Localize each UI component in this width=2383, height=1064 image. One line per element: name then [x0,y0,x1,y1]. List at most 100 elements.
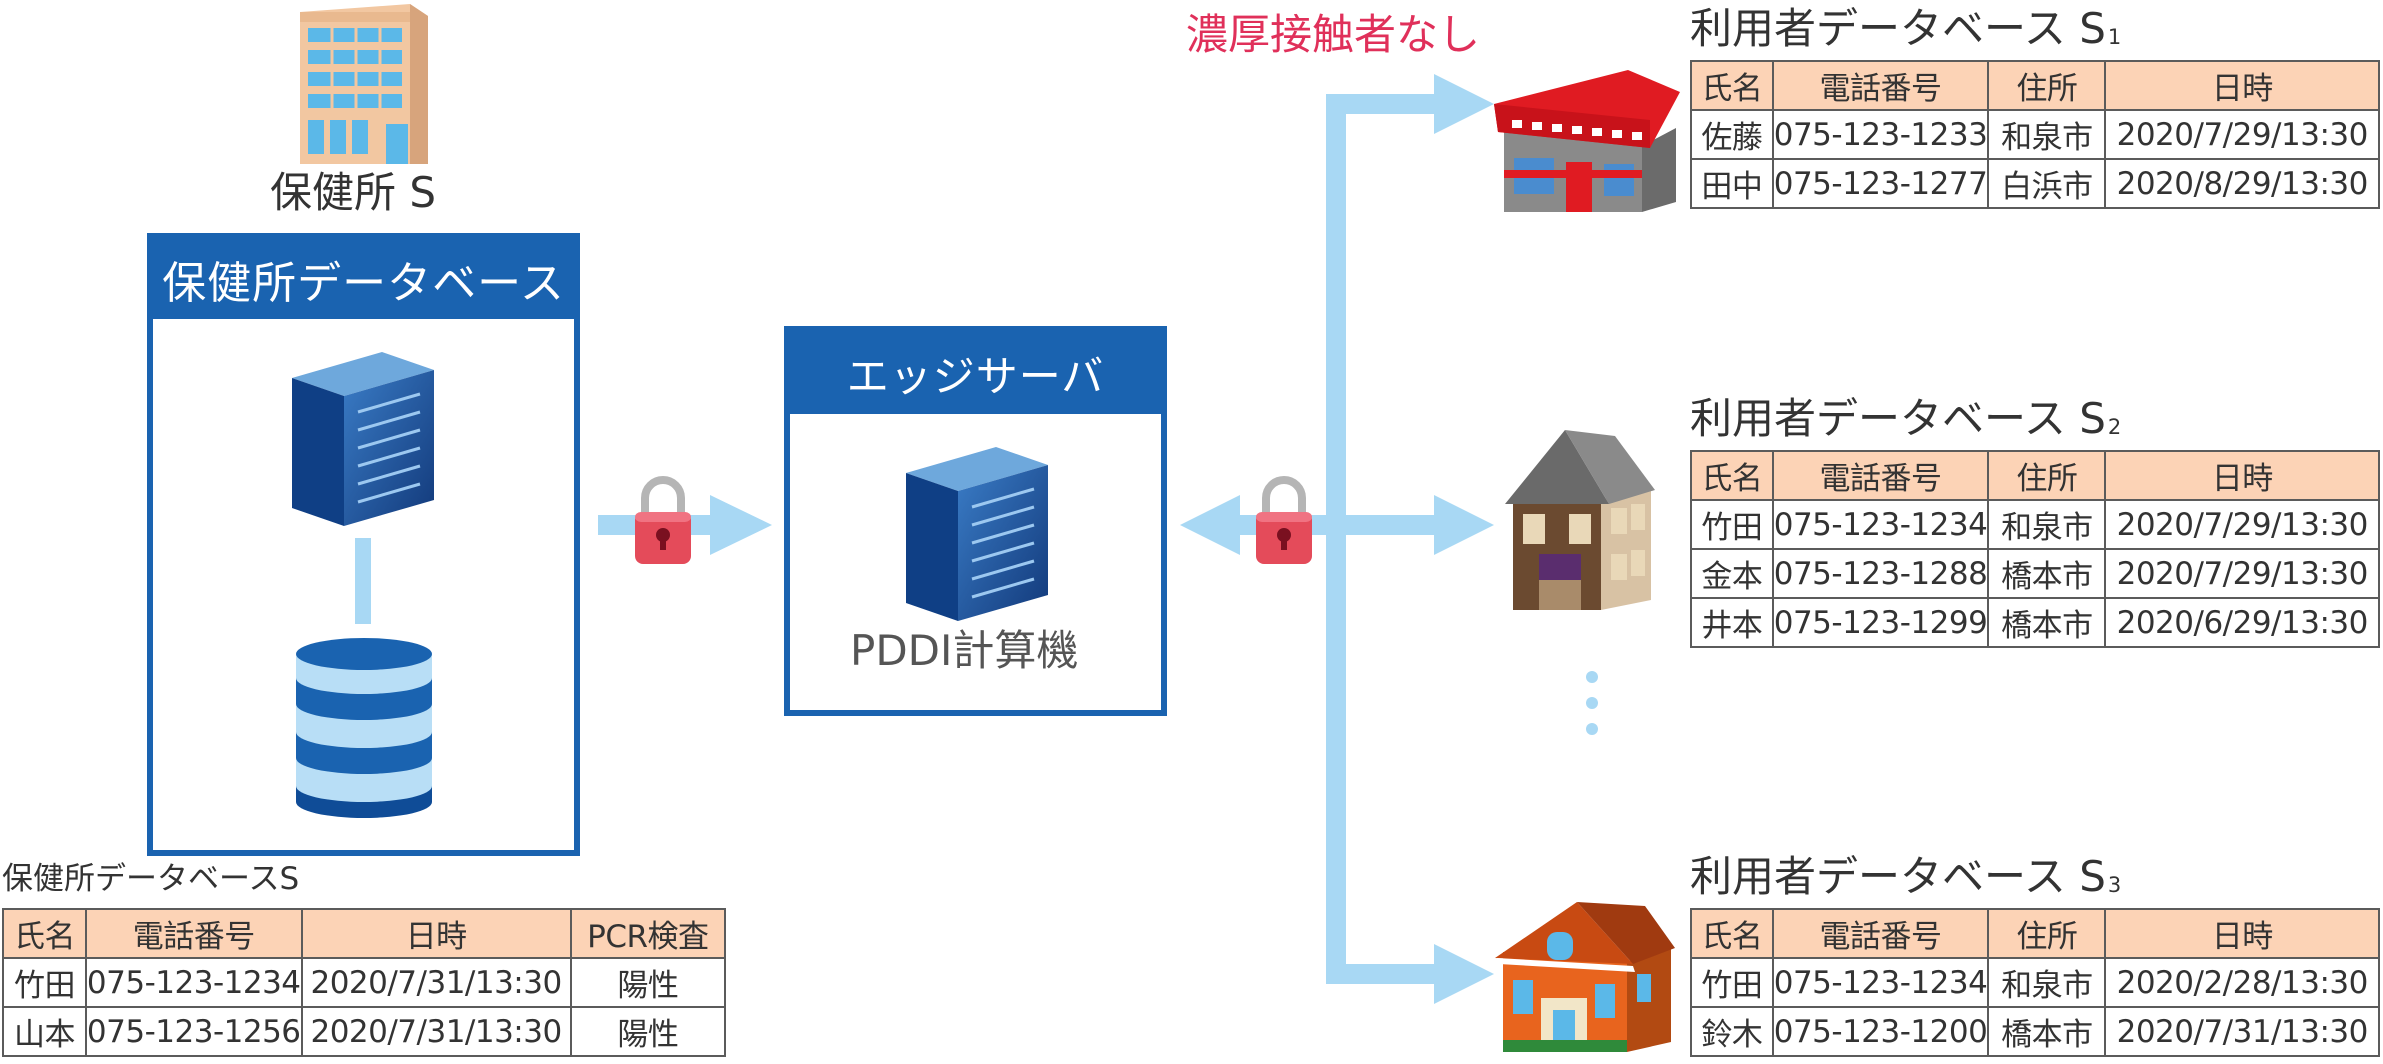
table-header-row: 氏名 電話番号 日時 PCR検査 [2,908,727,959]
cell-pcr: 陽性 [569,1006,727,1057]
table-header-row: 氏名 電話番号 住所 日時 [1690,60,2380,111]
cell-datetime: 2020/7/31/13:30 [300,1006,572,1057]
cell-name: 山本 [2,1006,87,1057]
column-header-phone: 電話番号 [1771,908,1990,959]
table-row: 竹田 075-123-1234 和泉市 2020/2/28/13:30 [1690,957,2380,1008]
health-db-table: 氏名 電話番号 日時 PCR検査 竹田 075-123-1234 2020/7/… [2,908,727,1057]
arrow-head-to-s2 [1434,495,1494,555]
user-db-title-text: 利用者データベース S [1690,4,2106,53]
arrow-trunk-vertical [1326,94,1346,984]
user-db-subscript: 3 [2107,873,2122,898]
health-db-table-caption: 保健所データベースS [2,861,300,897]
arrow-shaft-to-s3 [1326,964,1434,984]
padlock-icon [1256,476,1312,564]
cell-name: 田中 [1690,158,1774,209]
user-db-title-s2: 利用者データベース S2 [1690,398,2121,440]
cell-name: 金本 [1690,548,1774,599]
ramen-shop-icon [1494,70,1680,212]
column-header-name: 氏名 [2,908,87,959]
column-header-phone: 電話番号 [84,908,303,959]
office-building-icon [300,4,428,164]
column-header-datetime: 日時 [2104,908,2380,959]
arrow-head-to-s3 [1434,944,1494,1004]
column-header-name: 氏名 [1690,60,1774,111]
health-center-label: 保健所 S [270,168,437,217]
cell-address: 白浜市 [1987,158,2107,209]
arrow-head-to-edge-from-right [1180,495,1240,555]
cell-name: 佐藤 [1690,109,1774,160]
arrow-shaft-to-s1 [1326,94,1434,114]
no-contact-note: 濃厚接触者なし [1186,10,1481,59]
cell-phone: 075-123-1234 [1771,499,1990,550]
arrow-head-to-s1 [1434,74,1494,134]
cell-phone: 075-123-1288 [1771,548,1990,599]
cell-phone: 075-123-1277 [1771,158,1990,209]
user-db-title-s3: 利用者データベース S3 [1690,856,2121,898]
cell-address: 和泉市 [1987,957,2107,1008]
cell-name: 井本 [1690,597,1774,648]
cell-name: 竹田 [2,957,87,1008]
table-header-row: 氏名 電話番号 住所 日時 [1690,450,2380,501]
column-header-datetime: 日時 [300,908,572,959]
cell-phone: 075-123-1234 [84,957,303,1008]
cell-name: 竹田 [1690,499,1774,550]
table-row: 佐藤 075-123-1233 和泉市 2020/7/29/13:30 [1690,109,2380,160]
table-row: 竹田 075-123-1234 2020/7/31/13:30 陽性 [2,957,727,1008]
table-header-row: 氏名 電話番号 住所 日時 [1690,908,2380,959]
cell-address: 和泉市 [1987,109,2107,160]
cell-phone: 075-123-1233 [1771,109,1990,160]
column-header-phone: 電話番号 [1771,450,1990,501]
cell-datetime: 2020/6/29/13:30 [2104,597,2380,648]
cell-phone: 075-123-1299 [1771,597,1990,648]
ellipsis-dots [1586,671,1598,735]
column-header-phone: 電話番号 [1771,60,1990,111]
cell-address: 和泉市 [1987,499,2107,550]
cell-datetime: 2020/7/31/13:30 [2104,1006,2380,1057]
user-db-table-s3: 氏名 電話番号 住所 日時 竹田 075-123-1234 和泉市 2020/2… [1690,908,2380,1057]
column-header-datetime: 日時 [2104,450,2380,501]
server-icon [906,447,1048,621]
table-row: 竹田 075-123-1234 和泉市 2020/7/29/13:30 [1690,499,2380,550]
cell-phone: 075-123-1234 [1771,957,1990,1008]
user-db-table-s2: 氏名 電話番号 住所 日時 竹田 075-123-1234 和泉市 2020/7… [1690,450,2380,648]
japanese-house-icon [1505,430,1655,610]
cell-phone: 075-123-1200 [1771,1006,1990,1057]
table-row: 山本 075-123-1256 2020/7/31/13:30 陽性 [2,1006,727,1057]
user-db-subscript: 1 [2107,25,2122,50]
column-header-name: 氏名 [1690,450,1774,501]
arrow-shaft-to-s2 [1326,515,1434,535]
cell-phone: 075-123-1256 [84,1006,303,1057]
user-db-subscript: 2 [2107,415,2122,440]
cell-datetime: 2020/7/31/13:30 [300,957,572,1008]
health-db-panel-title: 保健所データベース [153,239,574,319]
cell-name: 竹田 [1690,957,1774,1008]
column-header-address: 住所 [1987,450,2107,501]
user-db-title-text: 利用者データベース S [1690,394,2106,443]
restaurant-building-icon [1495,902,1675,1052]
edge-server-panel-title: エッジサーバ [790,332,1161,414]
edge-machine-label: PDDI計算機 [850,626,1079,675]
cell-datetime: 2020/7/29/13:30 [2104,109,2380,160]
table-row: 田中 075-123-1277 白浜市 2020/8/29/13:30 [1690,158,2380,209]
user-db-table-s1: 氏名 電話番号 住所 日時 佐藤 075-123-1233 和泉市 2020/7… [1690,60,2380,209]
cell-datetime: 2020/7/29/13:30 [2104,548,2380,599]
column-header-datetime: 日時 [2104,60,2380,111]
cell-address: 橋本市 [1987,548,2107,599]
cell-datetime: 2020/7/29/13:30 [2104,499,2380,550]
server-icon [292,352,434,526]
cell-datetime: 2020/8/29/13:30 [2104,158,2380,209]
server-db-connector [355,538,371,624]
column-header-name: 氏名 [1690,908,1774,959]
column-header-address: 住所 [1987,908,2107,959]
cell-datetime: 2020/2/28/13:30 [2104,957,2380,1008]
cell-name: 鈴木 [1690,1006,1774,1057]
column-header-pcr: PCR検査 [569,908,727,959]
cell-address: 橋本市 [1987,1006,2107,1057]
padlock-icon [635,476,691,564]
table-row: 井本 075-123-1299 橋本市 2020/6/29/13:30 [1690,597,2380,648]
table-row: 金本 075-123-1288 橋本市 2020/7/29/13:30 [1690,548,2380,599]
table-row: 鈴木 075-123-1200 橋本市 2020/7/31/13:30 [1690,1006,2380,1057]
user-db-title-text: 利用者データベース S [1690,852,2106,901]
cell-address: 橋本市 [1987,597,2107,648]
arrow-head-to-edge [710,495,772,555]
